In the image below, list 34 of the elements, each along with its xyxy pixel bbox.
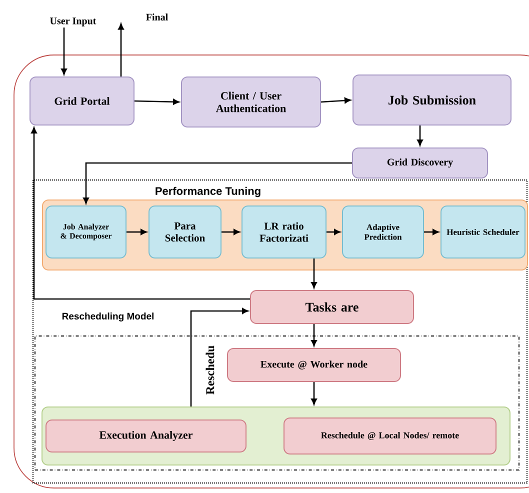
group-frame (34, 312, 520, 470)
edge-label: Reschedu (204, 344, 216, 396)
process-box: Para Selection (148, 206, 222, 258)
arrow (320, 98, 351, 104)
process-box: LR ratio Factorizati (242, 206, 326, 258)
arrow (190, 308, 248, 406)
arrow (222, 229, 240, 235)
process-box: Client / User Authentication (181, 76, 321, 128)
arrow (118, 23, 124, 76)
arrow (311, 382, 317, 405)
arrow (326, 229, 340, 235)
arrow (31, 127, 250, 300)
process-box: Reschedule @ Local Nodes/ remote (284, 418, 496, 454)
arrow (126, 229, 147, 235)
process-box: Grid Discovery (352, 148, 488, 178)
process-box: Tasks are (250, 290, 414, 324)
text-label: Final (146, 13, 168, 21)
arrow (311, 324, 317, 346)
process-box: Adaptive Prediction (342, 206, 424, 258)
heading: Rescheduling Model (62, 312, 154, 322)
text-label: User Input (50, 18, 96, 26)
arrow (417, 126, 423, 146)
arrow (424, 229, 439, 235)
process-box: Grid Portal (30, 76, 134, 126)
arrow (61, 28, 67, 75)
arrow (134, 98, 180, 105)
heading: Performance Tuning (156, 186, 260, 198)
arrow (311, 258, 317, 288)
process-box: Job Analyzer & Decomposer (46, 206, 126, 258)
process-box: Execution Analyzer (46, 420, 246, 452)
arrow (83, 162, 352, 204)
process-box: Execute @ Worker node (227, 348, 401, 382)
process-box: Heuristic Scheduler (440, 206, 526, 258)
process-box: Job Submission (352, 74, 512, 126)
